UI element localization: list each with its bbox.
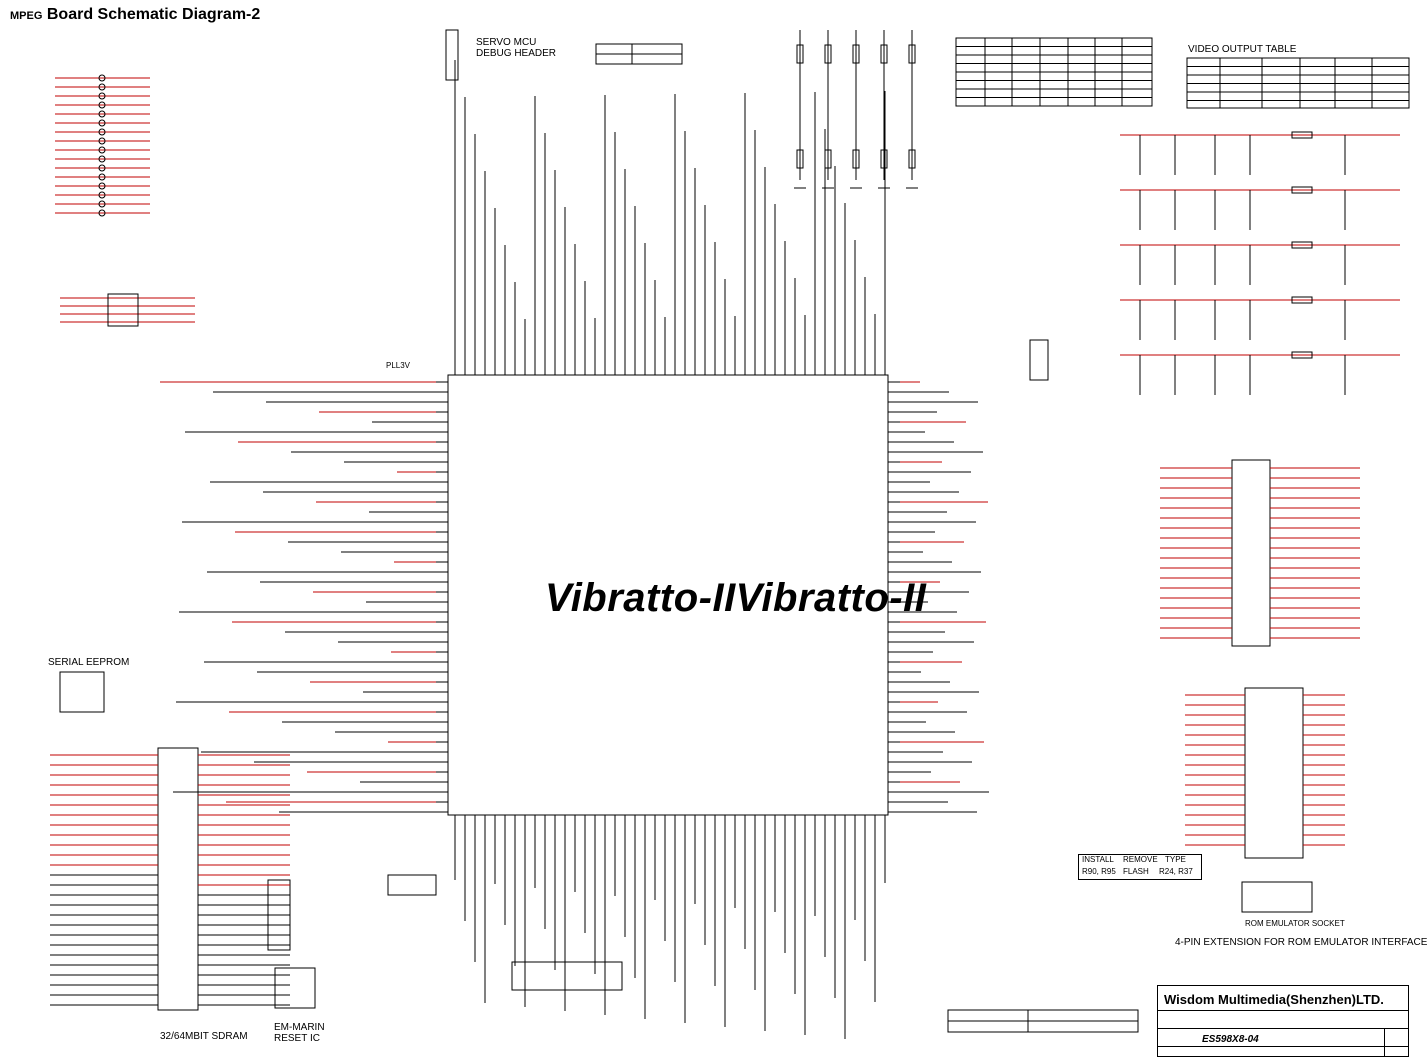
reset-ic-body	[274, 967, 316, 1009]
pllvdd-label: PLL3V	[386, 361, 411, 370]
rom-emulator-label: ROM EMULATOR SOCKET	[1245, 919, 1345, 928]
remove-header: REMOVE	[1123, 855, 1158, 864]
extension-label: 4-PIN EXTENSION FOR ROM EMULATOR INTERFA…	[1175, 937, 1427, 948]
title-block: Wisdom Multimedia(Shenzhen)LTD. ES598X8-…	[1157, 985, 1409, 1057]
install-row-cell-1: R90, R95	[1082, 867, 1116, 876]
rom-ic-body	[1244, 687, 1304, 859]
servo-header-body	[445, 29, 459, 81]
serial-eeprom-label: SERIAL EEPROM	[48, 657, 130, 668]
company-name: Wisdom Multimedia(Shenzhen)LTD.	[1164, 992, 1384, 1007]
sdram-label: 32/64MBIT SDRAM	[160, 1031, 248, 1042]
page-title: MPEG Board Schematic Diagram-2	[10, 6, 260, 24]
oscillator-body	[387, 874, 437, 896]
type-header: TYPE	[1165, 855, 1186, 864]
install-row-cell-3: R24, R37	[1159, 867, 1193, 876]
main-ic-pins-bottom	[454, 815, 886, 826]
title-main: Board Schematic Diagram-2	[46, 6, 261, 23]
main-ic-body	[447, 374, 889, 816]
install-row-cell-2: FLASH	[1123, 867, 1149, 876]
reset-ic-label: EM-MARIN RESET IC	[274, 1022, 325, 1044]
main-ic-pins-top	[454, 365, 886, 375]
eeprom-body	[59, 671, 105, 713]
document-number: ES598X8-04	[1202, 1034, 1259, 1045]
servo-header-label: SERVO MCU DEBUG HEADER	[476, 37, 557, 59]
chip-name-banner: Vibratto-IIVibratto-II	[545, 576, 927, 620]
install-table: INSTALL REMOVE TYPE R90, R95 FLASH R24, …	[1078, 854, 1202, 880]
sdram-ic-body	[157, 747, 199, 1011]
flash-ic-body	[1231, 459, 1271, 647]
emulator-socket-body	[1241, 881, 1313, 913]
title-prefix: MPEG	[10, 10, 43, 22]
main-ic-pins-left	[436, 381, 448, 813]
install-header: INSTALL	[1082, 855, 1114, 864]
video-output-table-label: VIDEO OUTPUT TABLE	[1188, 44, 1297, 55]
small-header-body	[1029, 339, 1049, 381]
jumper-block-body	[511, 961, 623, 991]
main-ic-pins-right	[888, 381, 900, 813]
